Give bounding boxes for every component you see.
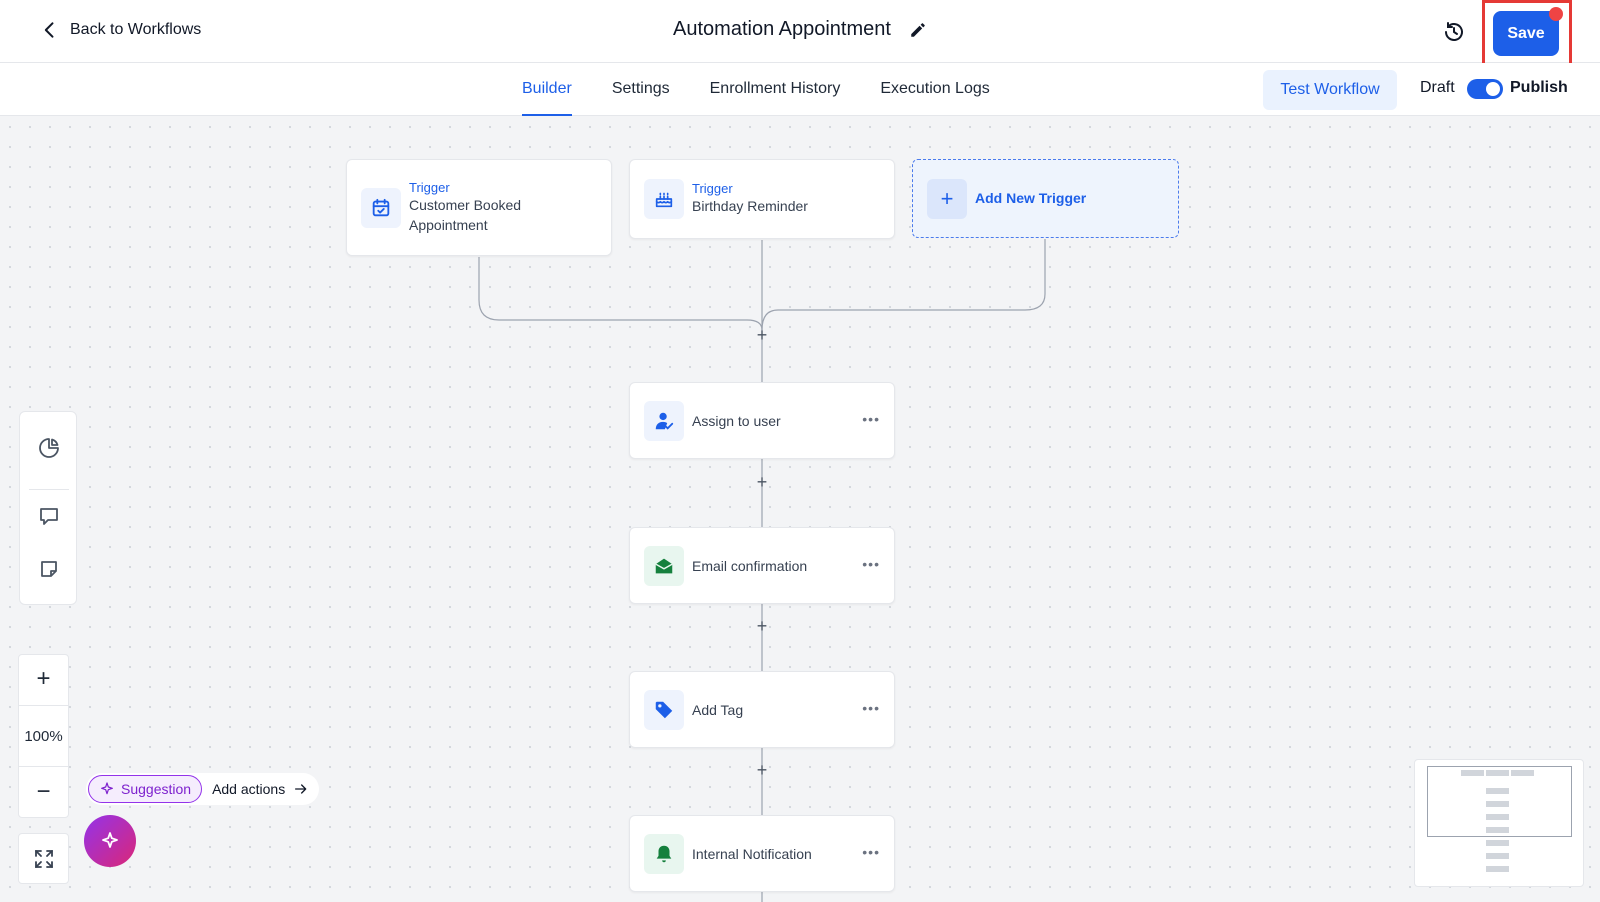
workflow-canvas[interactable]: Trigger Customer Booked Appointment Trig… (0, 117, 1600, 902)
tab-bar: Builder Settings Enrollment History Exec… (0, 63, 1600, 116)
tag-icon (644, 690, 684, 730)
unsaved-indicator-dot (1549, 7, 1563, 21)
connector-trigger-1 (478, 257, 763, 331)
birthday-cake-icon (644, 179, 684, 219)
suggestion-label: Suggestion (121, 781, 192, 797)
publish-label: Publish (1510, 79, 1568, 96)
suggestion-pill[interactable]: Suggestion (88, 775, 203, 803)
top-bar: Back to Workflows Automation Appointment… (0, 0, 1600, 67)
minimap-node (1511, 770, 1534, 776)
chevron-left-icon (44, 22, 54, 38)
toggle-knob (1486, 82, 1500, 96)
comment-icon[interactable] (37, 504, 61, 528)
minimap-node (1486, 788, 1509, 794)
publish-toggle[interactable] (1467, 79, 1503, 99)
trigger-label: Trigger (409, 180, 450, 195)
pencil-icon[interactable] (909, 21, 927, 39)
trigger-name: Customer Booked Appointment (409, 197, 522, 233)
arrow-right-icon (295, 784, 307, 794)
tab-enrollment-history[interactable]: Enrollment History (709, 80, 841, 97)
email-icon (644, 546, 684, 586)
action-card-add-tag[interactable]: Add Tag ••• (629, 671, 895, 748)
tool-divider (29, 489, 69, 490)
minimap[interactable] (1414, 759, 1584, 887)
action-label: Internal Notification (692, 846, 812, 862)
fit-to-screen-button[interactable] (18, 833, 69, 884)
trigger-card-birthday[interactable]: Trigger Birthday Reminder (629, 159, 895, 239)
action-card-assign-user[interactable]: Assign to user ••• (629, 382, 895, 459)
action-label: Email confirmation (692, 558, 808, 574)
action-label: Add Tag (692, 702, 744, 718)
minimap-node (1486, 853, 1509, 859)
tab-list: Builder Settings Enrollment History Exec… (522, 63, 990, 116)
test-workflow-button[interactable]: Test Workflow (1263, 70, 1397, 110)
title-wrap: Automation Appointment (0, 18, 1600, 41)
draft-label: Draft (1420, 79, 1455, 96)
save-button[interactable]: Save (1493, 11, 1559, 56)
add-new-trigger-button[interactable]: + Add New Trigger (912, 159, 1179, 238)
sticky-note-icon[interactable] (37, 557, 61, 581)
bell-icon (644, 834, 684, 874)
minimap-node (1486, 770, 1509, 776)
action-label: Assign to user (692, 413, 781, 429)
back-label: Back to Workflows (70, 21, 202, 38)
trigger-card-customer-booked[interactable]: Trigger Customer Booked Appointment (346, 159, 612, 256)
ai-assistant-button[interactable] (84, 815, 136, 867)
more-options-icon[interactable]: ••• (862, 844, 880, 860)
more-options-icon[interactable]: ••• (862, 411, 880, 427)
workflow-title: Automation Appointment (673, 18, 891, 40)
minimap-node (1486, 866, 1509, 872)
history-icon[interactable] (1442, 20, 1466, 44)
zoom-out-button[interactable]: − (36, 778, 51, 805)
more-options-icon[interactable]: ••• (862, 556, 880, 572)
add-trigger-label: Add New Trigger (975, 190, 1087, 206)
suggestion-bar: Suggestion Add actions (86, 773, 320, 805)
add-step-plus[interactable]: + (756, 325, 768, 345)
add-actions-label: Add actions (212, 781, 286, 797)
add-actions-link[interactable]: Add actions (212, 781, 309, 797)
plus-icon: + (927, 179, 967, 219)
trigger-name: Birthday Reminder (692, 198, 808, 214)
minimap-viewport[interactable] (1427, 766, 1572, 837)
minimap-node (1486, 840, 1509, 846)
tab-settings[interactable]: Settings (611, 80, 670, 97)
back-to-workflows-link[interactable]: Back to Workflows (40, 20, 201, 40)
sparkle-icon (101, 782, 113, 795)
zoom-controls: + 100% − (18, 654, 69, 818)
canvas-tools-panel (19, 411, 77, 605)
add-step-plus[interactable]: + (756, 472, 768, 492)
minimap-node (1461, 770, 1484, 776)
add-step-plus[interactable]: + (756, 616, 768, 636)
calendar-check-icon (361, 188, 401, 228)
trigger-label: Trigger (692, 181, 733, 196)
action-card-internal-notification[interactable]: Internal Notification ••• (629, 815, 895, 892)
zoom-in-button[interactable]: + (36, 665, 51, 692)
assign-user-icon (644, 401, 684, 441)
pie-chart-icon[interactable] (37, 436, 61, 460)
tab-builder[interactable]: Builder (522, 63, 572, 116)
tab-execution-logs[interactable]: Execution Logs (880, 80, 990, 97)
action-card-email-confirmation[interactable]: Email confirmation ••• (629, 527, 895, 604)
sparkle-icon (102, 832, 118, 848)
connector-trigger-3 (761, 239, 1046, 331)
more-options-icon[interactable]: ••• (862, 700, 880, 716)
expand-icon (34, 849, 53, 868)
minimap-node (1486, 801, 1509, 807)
minimap-node (1486, 827, 1509, 833)
zoom-level: 100% (19, 705, 68, 767)
add-step-plus[interactable]: + (756, 760, 768, 780)
minimap-node (1486, 814, 1509, 820)
